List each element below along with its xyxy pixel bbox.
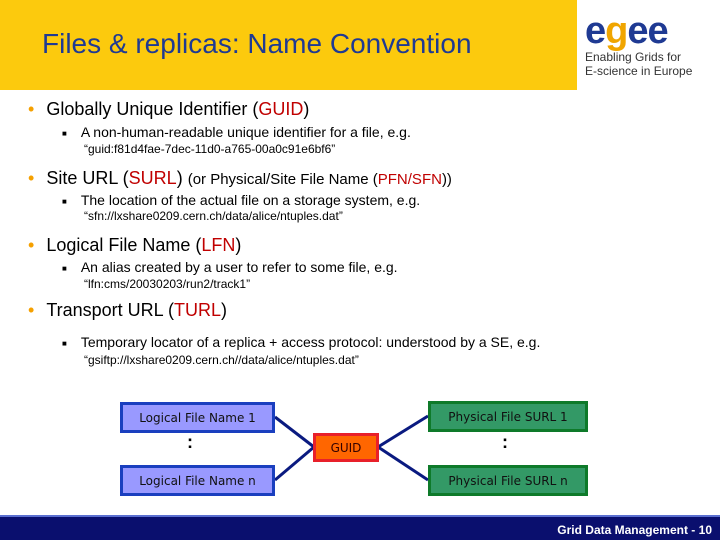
sub-bullet-surl: ■The location of the actual file on a st… bbox=[62, 192, 421, 208]
pfn-ellipsis: : bbox=[502, 432, 508, 452]
page-title: Files & replicas: Name Convention bbox=[42, 28, 472, 59]
logo-tagline-1: Enabling Grids for bbox=[585, 50, 682, 64]
example-turl: “gsiftp://lxshare0209.cern.ch//data/alic… bbox=[84, 353, 359, 367]
lfn-1-box: Logical File Name 1 bbox=[120, 402, 275, 433]
pfn-n-box: Physical File SURL n bbox=[428, 465, 588, 496]
connector-pfn1 bbox=[377, 414, 429, 449]
logo-tagline-2: E-science in Europe bbox=[585, 64, 693, 78]
example-surl: “sfn://lxshare0209.cern.ch/data/alice/nt… bbox=[84, 209, 343, 223]
example-lfn: “lfn:cms/20030203/run2/track1” bbox=[84, 277, 251, 291]
bullet-surl: •Site URL (SURL) (or Physical/Site File … bbox=[28, 168, 452, 188]
connector-pfnn bbox=[377, 445, 429, 482]
lfn-n-box: Logical File Name n bbox=[120, 465, 275, 496]
bullet-turl: •Transport URL (TURL) bbox=[28, 300, 228, 320]
bullet-lfn: •Logical File Name (LFN) bbox=[28, 235, 242, 255]
footer-bar: Grid Data Management - 10 bbox=[0, 515, 720, 540]
guid-box: GUID bbox=[313, 433, 379, 462]
lfn-ellipsis: : bbox=[187, 432, 193, 452]
connector-lfnn bbox=[274, 445, 315, 482]
logo-wordmark: egee bbox=[585, 10, 669, 52]
header-band bbox=[0, 0, 577, 90]
pfn-1-box: Physical File SURL 1 bbox=[428, 401, 588, 432]
connector-lfn1 bbox=[274, 415, 315, 449]
sub-bullet-guid: ■A non-human-readable unique identifier … bbox=[62, 124, 411, 140]
example-guid: “guid:f81d4fae-7dec-11d0-a765-00a0c91e6b… bbox=[84, 142, 336, 156]
footer-text: Grid Data Management - 10 bbox=[557, 523, 712, 537]
bullet-guid: •Globally Unique Identifier (GUID) bbox=[28, 99, 310, 119]
sub-bullet-lfn: ■An alias created by a user to refer to … bbox=[62, 259, 398, 275]
sub-bullet-turl: ■Temporary locator of a replica + access… bbox=[62, 334, 541, 350]
egee-logo: egee Enabling Grids for E-science in Eur… bbox=[585, 12, 715, 78]
